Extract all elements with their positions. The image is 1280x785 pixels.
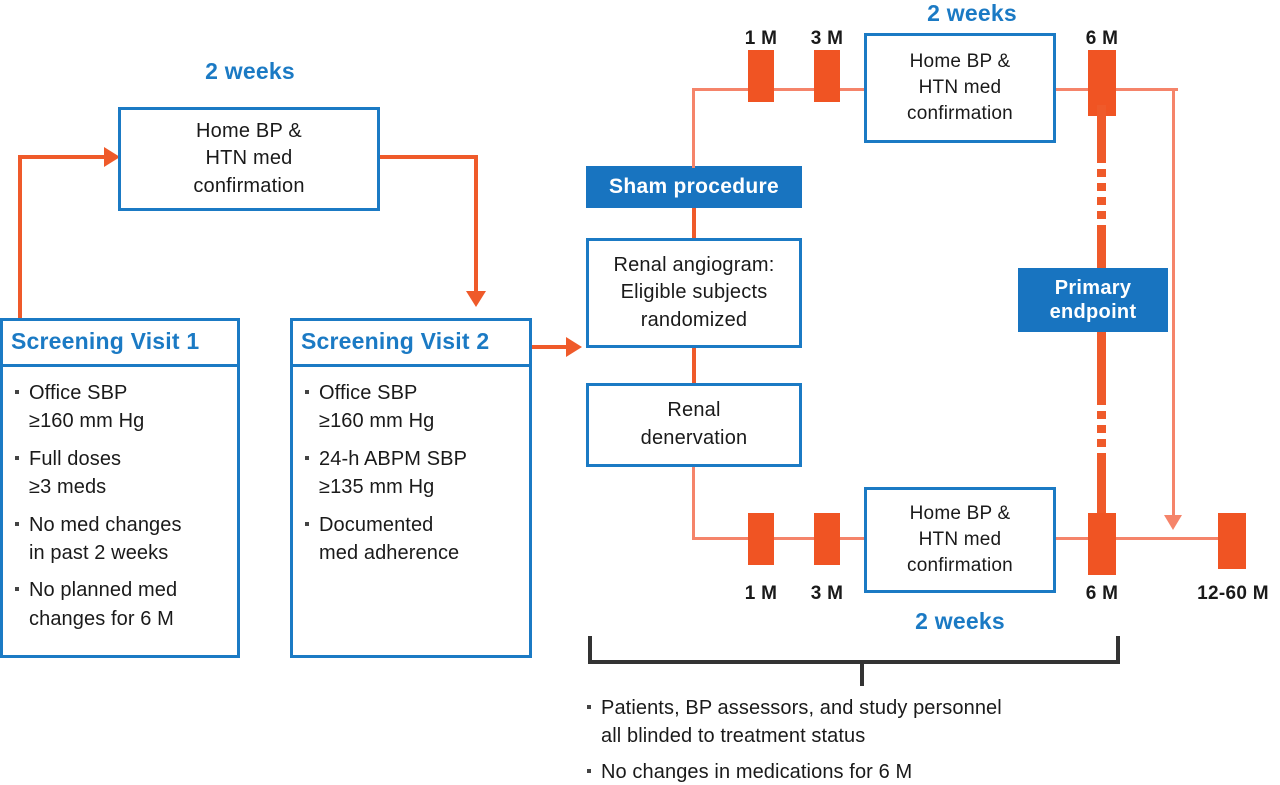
home-bp-top-line2: HTN med (918, 76, 1002, 98)
box-home-bp-left: Home BP & HTN med confirmation (118, 107, 380, 211)
connector-top-to-bottom-right-vertical (1172, 88, 1175, 520)
arrowhead-into-angiogram (566, 337, 582, 357)
primary-endpoint-line2: endpoint (1049, 301, 1137, 323)
screening-visit-1-criteria: Office SBP≥160 mm Hg Full doses≥3 meds N… (3, 367, 237, 650)
list-item: Patients, BP assessors, and study person… (584, 694, 1244, 750)
timeline-top-tick-3m (814, 50, 840, 102)
home-bp-left-line3: confirmation (193, 174, 305, 197)
connector-angiogram-to-denervation (692, 348, 696, 384)
timeline-top-tick-1m-label: 1 M (744, 28, 778, 49)
screening-visit-2-list: Office SBP≥160 mm Hg 24-h ABPM SBP≥135 m… (303, 379, 521, 567)
box-renal-angiogram: Renal angiogram: Eligible subjects rando… (586, 238, 802, 348)
arrowhead-into-sv2 (466, 291, 486, 307)
home-bp-left-line2: HTN med (205, 147, 293, 170)
home-bp-left-line1: Home BP & (196, 119, 302, 142)
label-2-weeks-bottom: 2 weeks (915, 608, 1005, 634)
box-primary-endpoint: Primary endpoint (1018, 268, 1168, 332)
screening-visit-1-list: Office SBP≥160 mm Hg Full doses≥3 meds N… (13, 379, 229, 633)
card-screening-visit-1: Screening Visit 1 Office SBP≥160 mm Hg F… (0, 318, 240, 658)
timeline-bottom-tick-3m (814, 513, 840, 565)
list-item: Office SBP≥160 mm Hg (13, 379, 229, 436)
arrowhead-into-bottom-rail (1164, 515, 1182, 530)
home-bp-top-line1: Home BP & (909, 50, 1011, 72)
home-bp-top-line3: confirmation (907, 103, 1013, 125)
timeline-bottom-tick-12-60m-label: 12-60 M (1197, 583, 1269, 604)
angiogram-line1: Renal angiogram: (613, 253, 775, 276)
connector-sham-to-top-timeline-vertical (692, 88, 695, 168)
connector-sv1-to-homebp-horizontal (18, 155, 112, 159)
home-bp-bottom-line2: HTN med (918, 528, 1002, 550)
label-2-weeks-top: 2 weeks (927, 0, 1017, 26)
blinding-bracket-stem (860, 664, 864, 686)
timeline-bottom-tick-12-60m (1218, 513, 1246, 569)
home-bp-bottom-line1: Home BP & (909, 502, 1011, 524)
box-sham-procedure: Sham procedure (586, 166, 802, 208)
timeline-top-tick-6m-label: 6 M (1085, 28, 1119, 49)
blinding-bracket (588, 636, 1120, 664)
angiogram-line2: Eligible subjects (620, 281, 768, 304)
connector-denervation-to-bottom-timeline-vertical (692, 467, 695, 540)
screening-visit-2-criteria: Office SBP≥160 mm Hg 24-h ABPM SBP≥135 m… (293, 367, 529, 584)
connector-sv1-to-homebp-vertical (18, 155, 22, 323)
box-home-bp-top: Home BP & HTN med confirmation (864, 33, 1056, 143)
denervation-line1: Renal (667, 399, 721, 422)
timeline-top-tick-1m (748, 50, 774, 102)
home-bp-bottom-line3: confirmation (907, 555, 1013, 577)
screening-visit-2-title: Screening Visit 2 (293, 321, 529, 367)
timeline-top-tick-3m-label: 3 M (810, 28, 844, 49)
timeline-bottom-tick-1m-label: 1 M (744, 583, 778, 604)
primary-endpoint-line1: Primary (1054, 276, 1132, 299)
connector-homebp-to-sv2-horizontal (380, 155, 478, 159)
arrowhead-into-homebp-left (104, 147, 120, 167)
timeline-bottom-tick-6m (1088, 513, 1116, 575)
list-item: Full doses≥3 meds (13, 445, 229, 502)
sham-procedure-label: Sham procedure (609, 175, 779, 199)
screening-visit-1-title: Screening Visit 1 (3, 321, 237, 367)
connector-homebp-to-sv2-vertical (474, 155, 478, 293)
connector-sham-to-angiogram (692, 208, 696, 240)
box-home-bp-bottom: Home BP & HTN med confirmation (864, 487, 1056, 593)
connector-sv2-to-angiogram (532, 345, 572, 349)
label-2-weeks-left: 2 weeks (205, 58, 295, 84)
box-renal-denervation: Renal denervation (586, 383, 802, 467)
footnotes: Patients, BP assessors, and study person… (584, 694, 1244, 785)
list-item: Office SBP≥160 mm Hg (303, 379, 521, 436)
timeline-bottom-tick-1m (748, 513, 774, 565)
list-item: 24-h ABPM SBP≥135 mm Hg (303, 445, 521, 502)
card-screening-visit-2: Screening Visit 2 Office SBP≥160 mm Hg 2… (290, 318, 532, 658)
timeline-bottom-tick-6m-label: 6 M (1085, 583, 1119, 604)
denervation-line2: denervation (640, 427, 748, 449)
footnotes-list: Patients, BP assessors, and study person… (584, 694, 1244, 785)
list-item: No changes in medications for 6 M (584, 758, 1244, 785)
angiogram-line3: randomized (640, 308, 748, 331)
timeline-bottom-tick-3m-label: 3 M (810, 583, 844, 604)
